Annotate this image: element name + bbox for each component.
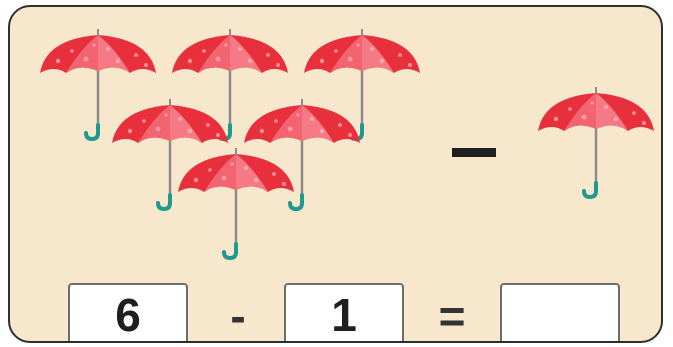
minus-operator: -	[230, 290, 246, 342]
subtrahend-box: 1	[284, 283, 404, 341]
equals-operator: =	[438, 290, 466, 342]
answer-box[interactable]	[500, 283, 620, 341]
minuend-box: 6	[68, 283, 188, 341]
minus-sign	[452, 148, 496, 157]
math-card: 6 - 1 =	[8, 5, 663, 343]
umbrella-icon	[536, 87, 656, 199]
umbrella-icon	[176, 148, 296, 260]
